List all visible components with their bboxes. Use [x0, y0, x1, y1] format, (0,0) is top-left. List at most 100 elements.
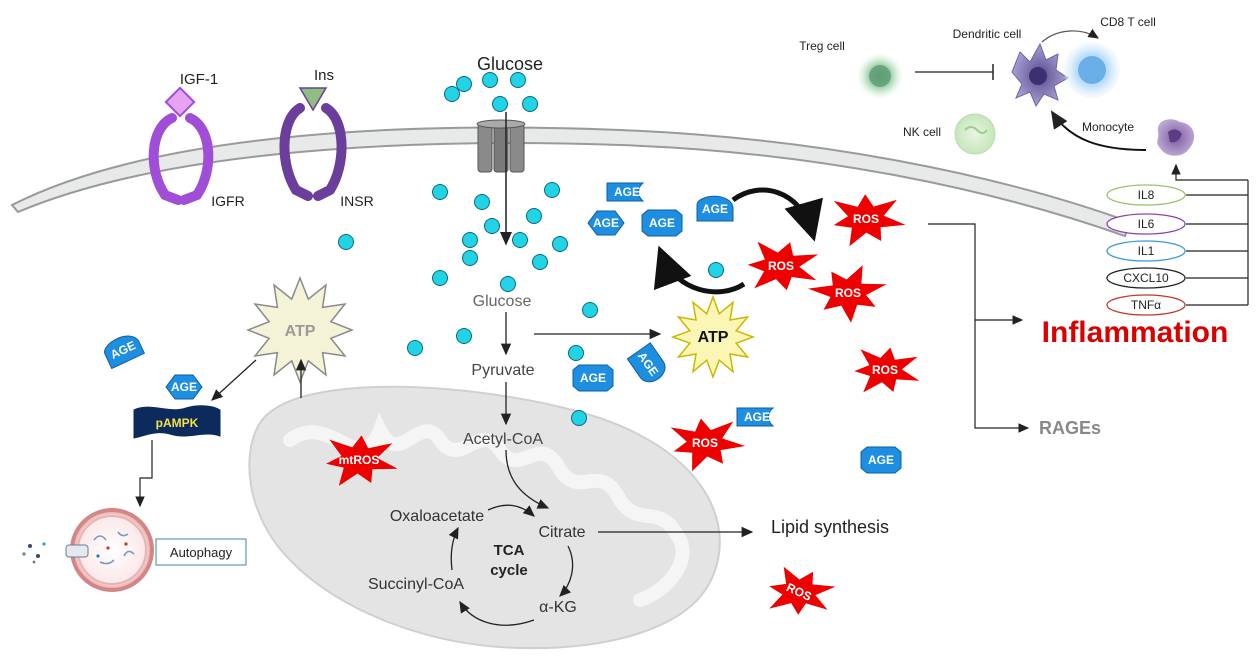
- age-badge: AGE: [606, 182, 645, 202]
- glucose-dot: [512, 232, 528, 248]
- age-badge: AGE: [572, 364, 614, 392]
- ins-label: Ins: [314, 67, 334, 84]
- nk-cell-icon: [954, 113, 996, 155]
- ros-splat-icon: [833, 194, 906, 247]
- atp-left-label: ATP: [285, 323, 316, 340]
- insr-label: INSR: [340, 193, 373, 209]
- age-badge: AGE: [736, 407, 775, 427]
- connector-to-rages: [928, 223, 1030, 433]
- age-badge: AGE: [104, 335, 146, 370]
- glucose-dot: [544, 182, 560, 198]
- tca-title-line1: TCA: [494, 542, 525, 559]
- age-shape-icon: [696, 195, 734, 222]
- glucose-dot: [407, 340, 423, 356]
- dendritic-cell-icon: [1011, 42, 1069, 108]
- age-shape-icon: [587, 210, 625, 236]
- cytokine-item: IL8: [1106, 184, 1186, 206]
- arrow-pampk-autophagy: [135, 440, 153, 508]
- tca-title-line2: cycle: [490, 562, 528, 579]
- igfr-label: IGFR: [211, 193, 244, 209]
- glucose-outside-label: Glucose: [477, 54, 543, 74]
- age-shape-icon: [606, 182, 645, 202]
- lipid-synthesis-label: Lipid synthesis: [771, 517, 889, 537]
- rages-label: RAGEs: [1039, 418, 1101, 438]
- ros-marker: ROS: [833, 194, 906, 247]
- age-badge: AGE: [696, 195, 734, 222]
- ros-splat-icon: [854, 347, 920, 393]
- glucose-dot: [492, 96, 508, 112]
- ros-splat-icon: [326, 435, 398, 486]
- cd8-label: CD8 T cell: [1100, 15, 1156, 29]
- pampk-label: pAMPK: [156, 416, 199, 430]
- age-text: AGE: [649, 216, 675, 230]
- monocyte-label: Monocyte: [1082, 120, 1134, 134]
- age-badge: AGE: [641, 209, 683, 237]
- glucose-inside-label: Glucose: [473, 293, 532, 310]
- glucose-dot: [456, 328, 472, 344]
- ros-marker: ROS: [747, 241, 819, 291]
- glucose-dot: [462, 232, 478, 248]
- autophagy-label: Autophagy: [170, 545, 233, 560]
- glucose-dot: [432, 270, 448, 286]
- age-text: AGE: [744, 410, 770, 424]
- igf1-label: IGF-1: [180, 71, 218, 88]
- age-badge: AGE: [860, 446, 902, 474]
- glucose-dot: [532, 254, 548, 270]
- cytokine-bracket: [1171, 163, 1249, 306]
- glucose-dot: [432, 184, 448, 200]
- autolysosome-icon: [22, 508, 154, 592]
- dc-to-cd8-arrow: [1041, 28, 1100, 43]
- ros-cycle-arrow-top: [731, 187, 823, 242]
- cytokine-item: IL6: [1106, 213, 1186, 235]
- age-text: AGE: [593, 216, 619, 230]
- glucose-dot: [474, 194, 490, 210]
- glucose-dot: [510, 72, 526, 88]
- cytokine-label: IL6: [1138, 217, 1155, 231]
- nk-label: NK cell: [903, 125, 941, 139]
- oxaloacetate-label: Oxaloacetate: [390, 508, 484, 525]
- ros-splat-icon: [808, 265, 887, 323]
- cytokine-oval: [1106, 267, 1186, 289]
- age-text: AGE: [702, 202, 728, 216]
- ros-text: ROS: [872, 363, 898, 377]
- age-text: AGE: [614, 185, 640, 199]
- glucose-dot: [456, 76, 472, 92]
- insr-receptor: [279, 87, 347, 201]
- atp-burst-left-icon: [245, 275, 355, 385]
- glucose-dot: [552, 236, 568, 252]
- glucose-dot: [522, 96, 538, 112]
- ros-text: ROS: [853, 212, 879, 226]
- age-text: AGE: [580, 371, 606, 385]
- cytokine-label: CXCL10: [1123, 271, 1169, 285]
- atp-burst-center-icon: [670, 294, 756, 380]
- cytokine-item: CXCL10: [1106, 267, 1186, 289]
- ros-marker: ROS: [808, 265, 887, 323]
- age-shape-icon: [736, 407, 775, 427]
- glucose-dot: [526, 208, 542, 224]
- igfr-receptor: [148, 86, 214, 205]
- pampk-banner: [133, 405, 221, 439]
- age-badge: AGE: [587, 210, 625, 236]
- arrow-atp-to-pampk: [211, 359, 257, 401]
- glucose-dot: [338, 234, 354, 250]
- ros-cycle-arrow-bottom: [653, 245, 746, 295]
- mitochondrion: [248, 385, 721, 650]
- treg-label: Treg cell: [799, 39, 845, 53]
- glucose-dot: [708, 262, 724, 278]
- autophagy-box: [155, 538, 247, 566]
- cytokine-oval: [1106, 184, 1186, 206]
- glucose-dot: [568, 345, 584, 361]
- age-shape-icon: [572, 364, 614, 392]
- glucose-dot: [484, 218, 500, 234]
- tca-arrow-3: [448, 526, 459, 571]
- dendritic-label: Dendritic cell: [953, 27, 1022, 41]
- atp-center-label: ATP: [698, 329, 729, 346]
- age-shape-icon: [860, 446, 902, 474]
- succinylcoa-label: Succinyl-CoA: [368, 576, 464, 593]
- monocyte-icon: [1157, 119, 1195, 156]
- inflammation-label: Inflammation: [1042, 316, 1229, 349]
- tca-arrow-1: [559, 545, 574, 597]
